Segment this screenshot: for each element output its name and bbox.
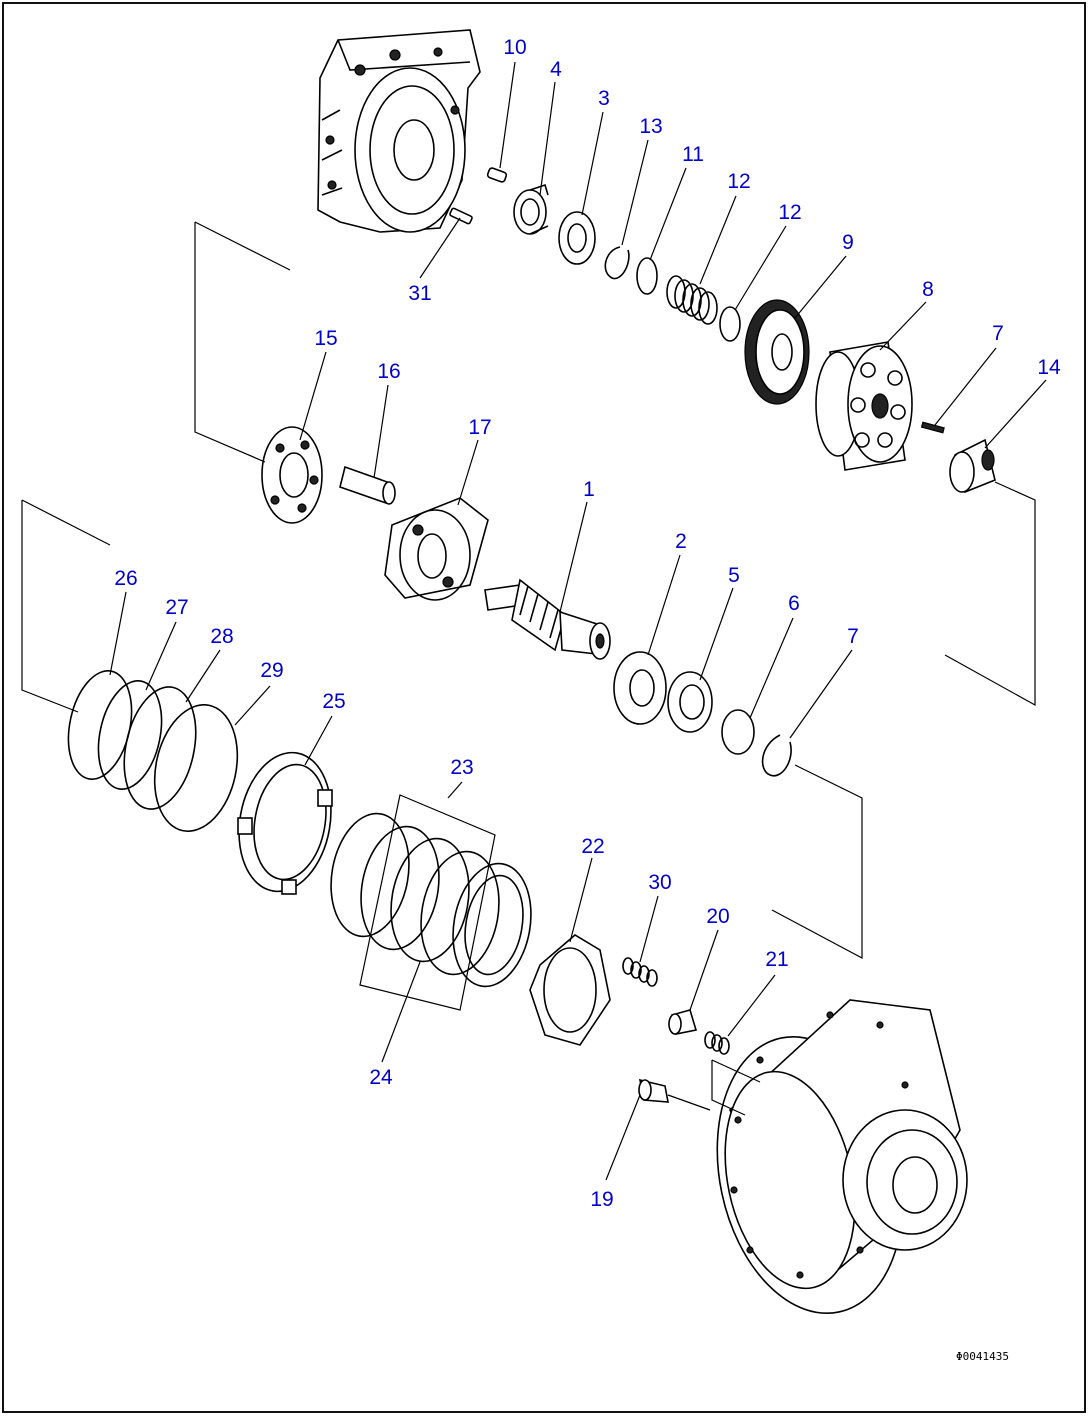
part-label-12b: 12 bbox=[778, 201, 801, 224]
part-31-drawing bbox=[449, 207, 473, 225]
part-30-drawing bbox=[622, 957, 658, 987]
part-1-drawing bbox=[484, 578, 611, 660]
part-5-drawing bbox=[667, 671, 713, 733]
part-15-drawing bbox=[949, 438, 996, 494]
part-label-28: 28 bbox=[210, 625, 233, 648]
part-label-12a: 11 bbox=[682, 143, 704, 166]
part-25-drawing bbox=[237, 751, 333, 895]
part-8-drawing bbox=[815, 341, 913, 471]
part-label-29: 29 bbox=[260, 659, 283, 682]
leader-lines bbox=[109, 61, 1047, 1181]
part-10-drawing bbox=[486, 167, 508, 183]
part-28-drawing bbox=[123, 686, 197, 810]
part-label-24: 24 bbox=[369, 1066, 393, 1089]
part-label-31: 31 bbox=[408, 282, 431, 305]
assembly-lines bbox=[21, 221, 1036, 1116]
part-label-21: 21 bbox=[765, 948, 788, 971]
part-label-1: 1 bbox=[583, 478, 595, 501]
part-label-2: 2 bbox=[675, 530, 687, 553]
part-3-drawing bbox=[558, 211, 596, 265]
part-label-22: 22 bbox=[581, 835, 604, 858]
part-labels: 10 4 3 13 11 12 12 9 8 7 14 31 15 16 17 … bbox=[114, 36, 1061, 1211]
part-19-drawing bbox=[638, 1078, 711, 1111]
part-label-17: 16 bbox=[377, 360, 400, 383]
part-label-30: 30 bbox=[648, 871, 671, 894]
part-label-5: 5 bbox=[728, 564, 740, 587]
part-label-9: 9 bbox=[842, 231, 854, 254]
part-13-drawing bbox=[666, 275, 718, 325]
part-17-drawing bbox=[339, 465, 396, 505]
part-label-13: 12 bbox=[727, 170, 750, 193]
part-label-20: 20 bbox=[706, 905, 729, 928]
part-27-drawing bbox=[97, 680, 163, 790]
part-2-drawing bbox=[613, 651, 667, 725]
part-label-15: 14 bbox=[1037, 356, 1061, 379]
part-16-drawing bbox=[261, 426, 323, 524]
part-29-drawing bbox=[153, 704, 239, 832]
part-label-3: 3 bbox=[598, 87, 610, 110]
part-18-drawing bbox=[384, 497, 489, 601]
part-22-drawing bbox=[529, 934, 611, 1046]
part-label-16: 15 bbox=[314, 327, 337, 350]
motor-case-drawing bbox=[716, 999, 968, 1315]
part-12b-drawing bbox=[719, 306, 741, 342]
part-label-19: 19 bbox=[590, 1188, 613, 1211]
figure-reference-code: Φ0041435 bbox=[956, 1350, 1009, 1363]
part-7-drawing bbox=[761, 734, 792, 777]
part-label-7: 7 bbox=[847, 625, 859, 648]
part-23-24-drawing bbox=[330, 812, 532, 988]
part-21-drawing bbox=[704, 1031, 730, 1055]
part-label-4: 4 bbox=[550, 58, 562, 81]
part-label-8: 8 bbox=[922, 278, 934, 301]
part-label-23: 23 bbox=[450, 756, 473, 779]
part-label-27: 27 bbox=[165, 596, 188, 619]
part-label-14: 13 bbox=[639, 115, 662, 138]
part-label-10: 10 bbox=[503, 36, 526, 59]
motor-end-cover-drawing bbox=[317, 29, 481, 233]
part-label-25: 25 bbox=[322, 690, 345, 713]
part-12a-drawing bbox=[636, 257, 658, 295]
part-label-18: 17 bbox=[468, 416, 491, 439]
part-9-drawing bbox=[744, 299, 810, 405]
part-label-26: 26 bbox=[114, 567, 137, 590]
part-label-6: 6 bbox=[788, 592, 800, 615]
part-11-drawing bbox=[920, 421, 945, 434]
part-20-drawing bbox=[668, 1009, 698, 1035]
part-4-drawing bbox=[513, 183, 549, 235]
part-6-drawing bbox=[721, 709, 755, 755]
part-label-11: 7 bbox=[992, 322, 1004, 345]
part-14-drawing bbox=[604, 246, 630, 280]
